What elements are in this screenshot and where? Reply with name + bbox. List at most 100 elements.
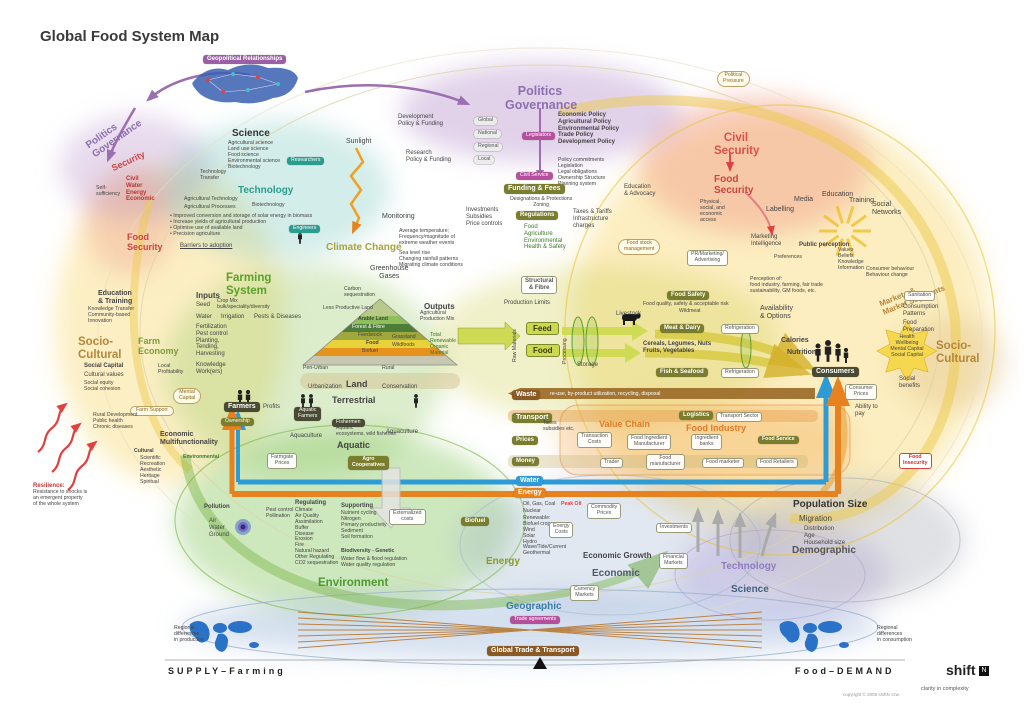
education-advocacy: Education & Advocacy [624,184,656,197]
storage: Storage [577,362,599,368]
arable-land: Arable Land [358,316,388,322]
ownership-box: Ownership [221,418,254,426]
farm-support: Farm Support [130,406,174,416]
funding-fees-box: Funding & Fees [504,184,565,194]
forest-fibre: Forest & Fibre [352,324,385,330]
pollution-list: Air Water Ground [209,518,230,538]
engineers-box: Engineers [289,225,321,233]
energy-costs: Energy Costs [549,522,574,538]
blob-teal-science [165,120,390,260]
food-preparation: Food Preparation [903,320,935,333]
less-productive-land: Less Productive Land [323,305,373,311]
knowledge-workers: Knowledge Work(ers) [196,362,226,375]
energy-header: Energy [486,556,520,567]
consumer-behaviour: Consumer behaviour Behaviour change [866,266,915,278]
fishermen-box: Fishermen [332,419,365,427]
level-national: National [474,130,502,138]
resilience-note: Resistance to shocks is an emergent prop… [33,489,88,507]
food-safety-box: Food Safety [667,291,710,300]
conservation: Conservation [382,384,418,390]
grassland: Grassland [392,334,416,340]
economic-multifunctionality: Economic Multifunctionality [160,431,218,446]
cereals-legumes: Cereals, Legumes, Nuts Fruits, Vegetable… [643,341,712,354]
economic-growth: Economic Growth [583,551,652,560]
technology-bottom: Technology [721,561,777,572]
policy-list: Economic Policy Agricultural Policy Envi… [558,112,620,146]
regulation-domains: Food Agriculture Environmental Health & … [524,224,566,251]
self-sufficiency: Self- sufficiency [96,185,121,197]
designations-zoning: Designations & Protections Zoning [510,196,573,208]
food-quality-note: Food quality, safety & acceptable risk [643,301,729,307]
biofuel-band: Biofuel [362,348,378,354]
supporting-list: Nutrient cycling Nitrogen Primary produc… [341,510,387,540]
biodiversity: Biodiversity - Genetic [341,548,395,554]
climate-change: Climate Change [326,242,402,253]
feed-box: Feed [526,322,559,336]
energy-band-label: Energy [514,488,546,498]
security-list-left: Civil Water Energy Economic [126,176,155,203]
externalized-costs: Externalized costs [389,509,426,525]
trade-agreements: Trade agreements [510,616,561,624]
irrigation: Irrigation [221,314,245,320]
barriers-adoption: Barriers to adoption [180,243,233,249]
transaction-costs: Transaction Costs [577,432,612,448]
biotechnology: Biotechnology [252,202,285,208]
global-trade: Global Trade & Transport [487,646,579,656]
trader-box: Trader [600,458,624,468]
inputs-header: Inputs [196,291,220,300]
population-size: Population Size [793,499,868,510]
consumption-patterns: Consumption Patterns [903,304,939,317]
researchers-box: Researchers [287,157,325,165]
fish-seafood-box: Fish & Seafood [656,368,708,377]
consumer-prices: Consumer Prices [845,384,877,400]
food-security-right: Food Security [714,174,754,197]
climate-effects-1: Average temperature; Frequency/magnitude… [399,228,455,246]
pests-diseases: Pests & Diseases [254,314,302,320]
farmgate-prices: Farmgate Prices [267,453,298,469]
page-title: Global Food System Map [40,28,220,45]
population-list: Distribution Age Household size [804,526,846,546]
food-ingredient-manufacturer: Food Ingredient Manufacturer [627,434,672,450]
sunlight: Sunlight [346,138,372,145]
research-policy-funding: Research Policy & Funding [406,150,452,163]
politics-governance-top: Politics Governance [505,84,578,113]
food-marketer-box: Food marketer [702,458,744,468]
food-retailers-box: Food Retailers [756,458,798,468]
renewable-list: Renewable: Biofuel crops Wind Solar Hydr… [523,515,567,557]
blob-green-farming [165,265,445,475]
logistics-box: Logistics [679,411,714,420]
food-insecurity: Food Insecurity [899,453,932,469]
money-box: Money [512,457,540,466]
brand-tagline: clarity in complexity [921,686,969,692]
social-benefits: Social benefits [899,376,921,389]
public-perception: Public perception [799,242,850,248]
supply-axis-label: SUPPLY–Farming [168,666,286,676]
science-header: Science [232,128,270,139]
technology-transfer: Technology Transfer [200,169,227,181]
political-pressure: Political Pressure [717,71,750,87]
blob-red-left [85,165,175,275]
blob-pink-topright [640,95,870,235]
processing-vertical: Processing [562,338,568,364]
regional-production: Regional differences in production [174,625,204,643]
local-profitability: Local Profitability [158,363,184,375]
water-band-label: Water [516,476,544,486]
education-training: Education & Training [98,290,133,305]
values-beliefs: Values Beliefs Knowledge Information [838,247,864,271]
policy-instruments: Policy commitments Legislation Legal obl… [558,157,606,187]
geopolitical-relationships: Geopolitical Relationships [203,55,287,64]
outputs-header: Outputs [424,302,455,311]
blob-grey-demographic [735,478,965,603]
access-note: Physical, social, and economic access [700,199,725,223]
waste-note: re-use, by-product utilization, recyclin… [550,391,661,397]
preferences: Preferences [774,254,802,260]
food-stock-management: Food stock management [618,239,661,255]
aquatic-ecosystems: Aquatic ecosystems, wild fisheries [336,425,396,437]
structural-fibre: Structural & Fibre [521,276,558,294]
sanitation: Sanitation [904,291,936,301]
blob-purple-topleft [60,115,210,220]
commodity-prices: Commodity Prices [587,503,622,519]
aquaculture-2: Aquaculture [386,429,419,435]
mental-capital: Mental Capital [173,388,202,404]
